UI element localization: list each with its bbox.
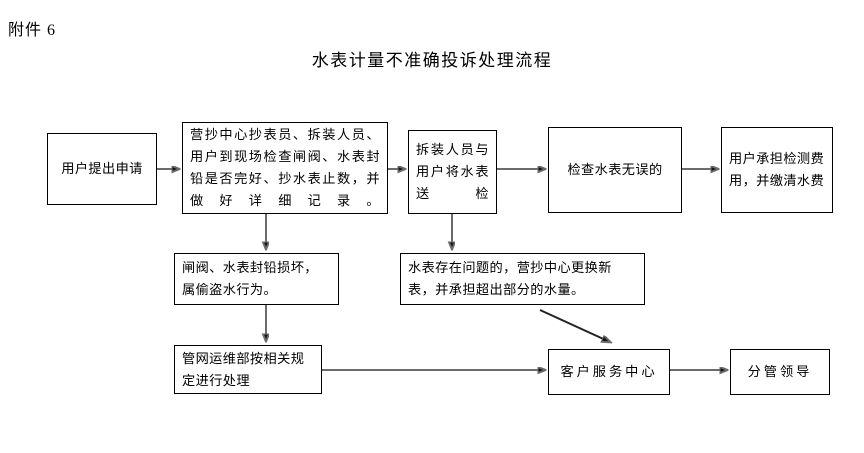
node-label: 分管领导: [747, 364, 813, 379]
node-user-pays-fee[interactable]: 用户承担检测费用，并缴清水费: [721, 127, 833, 213]
node-label: 用户承担检测费用，并缴清水费: [729, 151, 825, 188]
node-label: 客户服务中心: [560, 364, 658, 379]
page-title: 水表计量不准确投诉处理流程: [311, 51, 553, 70]
node-label: 拆装人员与用户将水表送检: [416, 142, 489, 201]
node-meter-faulty-replace[interactable]: 水表存在问题的，营抄中心更换新表，并承担超出部分的水量。: [400, 253, 645, 305]
node-meter-ok[interactable]: 检查水表无误的: [548, 127, 682, 213]
node-send-meter-for-test[interactable]: 拆装人员与用户将水表送检: [408, 130, 497, 214]
node-customer-service-center[interactable]: 客户服务中心: [548, 349, 670, 395]
node-supervising-leader[interactable]: 分管领导: [730, 349, 830, 395]
node-label: 检查水表无误的: [567, 162, 663, 177]
node-onsite-inspection[interactable]: 营抄中心抄表员、拆装人员、用户到现场检查闸阀、水表封铅是否完好、抄水表止数，并做…: [182, 122, 388, 214]
node-label: 闸阀、水表封铅损坏，属偷盗水行为。: [182, 260, 318, 297]
attachment-label: 附件 6: [8, 22, 57, 39]
node-label: 水表存在问题的，营抄中心更换新表，并承担超出部分的水量。: [408, 260, 612, 297]
node-user-application[interactable]: 用户提出申请: [47, 133, 157, 205]
node-seal-damaged-theft[interactable]: 闸阀、水表封铅损坏，属偷盗水行为。: [174, 253, 339, 305]
node-label: 营抄中心抄表员、拆装人员、用户到现场检查闸阀、水表封铅是否完好、抄水表止数，并做…: [190, 127, 380, 208]
node-label: 管网运维部按相关规定进行处理: [182, 350, 305, 388]
edge-n7-n9: [539, 309, 610, 342]
node-label: 用户提出申请: [61, 161, 143, 176]
node-network-ops-handle[interactable]: 管网运维部按相关规定进行处理: [174, 345, 322, 394]
